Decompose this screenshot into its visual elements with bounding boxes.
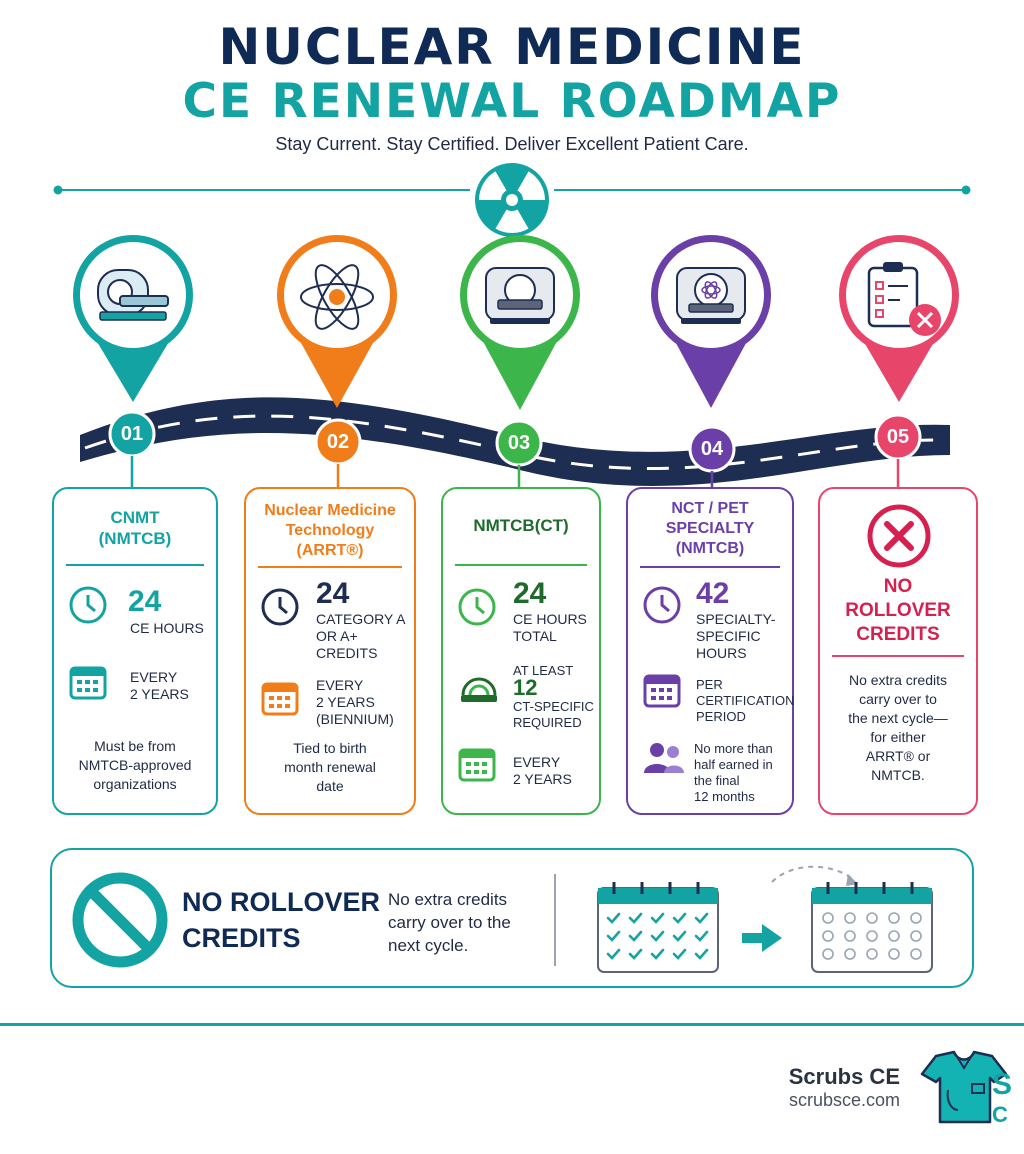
step-3-value: 24 [513, 577, 547, 610]
step-1-note: Must be from NMTCB-approved organization… [78, 738, 192, 792]
calendar-icon [69, 666, 107, 700]
dashed-arrow [771, 865, 855, 883]
step-3-sub-label: CT-SPECIFIC REQUIRED [513, 699, 594, 730]
step-1-card: CNMT (NMTCB) 24 CE HOURS EVERY 2 YEARS M… [52, 487, 218, 815]
step-2-number: 02 [326, 431, 350, 453]
step-1-number: 01 [120, 423, 144, 445]
step-3-divider [455, 564, 587, 566]
step-1-value: 24 [128, 585, 162, 618]
page-subtitle: Stay Current. Stay Certified. Deliver Ex… [275, 134, 749, 154]
step-4-value: 42 [696, 577, 730, 610]
footer-rule [0, 1023, 1024, 1026]
step-2-frequency: EVERY 2 YEARS (BIENNIUM) [316, 677, 394, 727]
ct-scanner-small-icon [461, 677, 497, 702]
x-circle-icon [867, 504, 931, 568]
step-5-pin [839, 235, 959, 402]
step-3-title: NMTCB(CT) [473, 516, 569, 535]
step-2-note: Tied to birth month renewal date [284, 740, 376, 794]
empty-calendar-icon [811, 882, 933, 973]
step-4-frequency: PER CERTIFICATION PERIOD [696, 677, 795, 724]
step-3-sub-prefix: AT LEAST [513, 663, 574, 678]
step-1-value-label: CE HOURS [130, 620, 204, 636]
pet-scanner-icon [676, 267, 746, 324]
clock-icon [261, 588, 299, 626]
page-title-line2: CE RENEWAL ROADMAP [182, 74, 842, 129]
step-4-divider [640, 566, 780, 568]
step-badges [108, 410, 922, 487]
scrubs-logo-icon: S C [920, 1050, 1012, 1127]
svg-text:C: C [992, 1102, 1008, 1127]
calendar-icon [261, 682, 299, 716]
roadmap-road [73, 235, 959, 487]
step-1-frequency: EVERY 2 YEARS [130, 669, 189, 702]
step-1-divider [66, 564, 204, 566]
step-5-number: 05 [886, 426, 910, 448]
footer-brand: Scrubs CE [788, 1064, 900, 1089]
step-4-card: NCT / PET SPECIALTY (NMTCB) 42 SPECIALTY… [626, 487, 794, 815]
ct-scanner-icon [485, 267, 555, 324]
no-rollover-banner: NO ROLLOVER CREDITS No extra credits car… [50, 848, 974, 988]
step-2-title: Nuclear Medicine Technology (ARRT®) [264, 502, 396, 559]
step-3-pin [460, 235, 580, 410]
step-4-title: NCT / PET SPECIALTY (NMTCB) [665, 500, 755, 557]
step-3-frequency: EVERY 2 YEARS [513, 754, 572, 787]
step-5-divider [832, 655, 964, 657]
step-2-card: Nuclear Medicine Technology (ARRT®) 24 C… [244, 487, 416, 815]
svg-text:S: S [992, 1068, 1012, 1101]
banner-title: NO ROLLOVER CREDITS [182, 887, 381, 953]
calendar-icon [643, 674, 681, 708]
step-4-value-label: SPECIALTY- SPECIFIC HOURS [696, 611, 776, 661]
step-5-note: No extra credits carry over to the next … [848, 672, 948, 783]
step-4-pin [651, 235, 771, 408]
step-3-number: 03 [507, 432, 531, 454]
banner-divider [554, 874, 556, 966]
atom-icon [300, 264, 374, 330]
step-3-value-label: CE HOURS TOTAL [513, 611, 587, 644]
step-2-divider [258, 566, 402, 568]
step-3-sub-value: 12 [513, 675, 538, 700]
step-1-pin [73, 235, 193, 402]
step-4-number: 04 [700, 438, 724, 460]
mri-scanner-icon [97, 269, 169, 321]
step-5-card: NO ROLLOVER CREDITS No extra credits car… [818, 487, 978, 815]
step-5-title: NO ROLLOVER CREDITS [845, 576, 951, 645]
step-2-value: 24 [316, 577, 350, 610]
calendar-icon [458, 748, 496, 782]
clock-icon [458, 588, 496, 626]
step-1-title: CNMT (NMTCB) [98, 508, 172, 548]
header-divider [53, 163, 971, 237]
step-3-card: NMTCB(CT) 24 CE HOURS TOTAL AT LEAST 12 … [441, 487, 601, 815]
page-title-line1: NUCLEAR MEDICINE [218, 18, 806, 76]
step-2-value-label: CATEGORY A OR A+ CREDITS [316, 611, 406, 661]
clipboard-x-icon [867, 262, 941, 336]
full-calendar-icon [597, 882, 719, 973]
clock-icon [643, 586, 681, 624]
arrow-right-icon [742, 924, 782, 952]
banner-text: No extra credits carry over to the next … [388, 890, 511, 955]
footer-url: scrubsce.com [788, 1090, 900, 1110]
radiation-icon [475, 163, 549, 237]
step-4-people-note: No more than half earned in the final 12… [694, 741, 773, 804]
people-icon [644, 743, 684, 773]
prohibited-icon [72, 872, 168, 968]
clock-icon [69, 586, 107, 624]
step-2-pin [277, 235, 397, 408]
rollover-illustration [597, 865, 933, 973]
